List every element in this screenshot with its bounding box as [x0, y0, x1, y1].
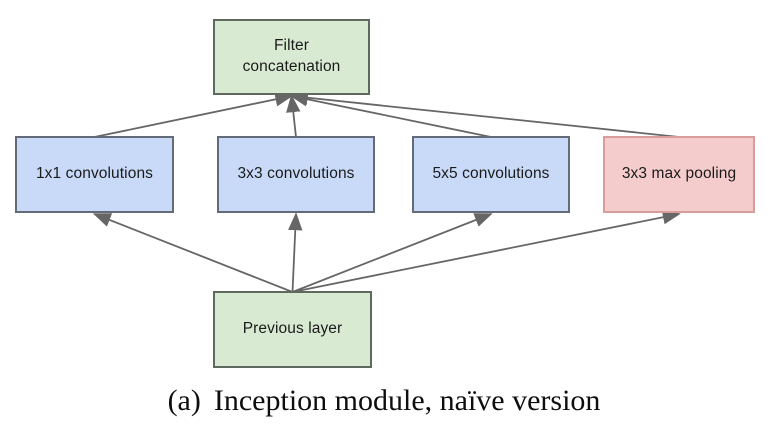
- node-filter-concatenation: Filter concatenation: [213, 19, 370, 95]
- node-previous-layer: Previous layer: [213, 291, 372, 368]
- edge-prev-to-pool: [292, 210, 681, 293]
- node-label: Previous layer: [242, 320, 343, 338]
- node-label: 1x1 convolutions: [35, 165, 154, 183]
- node-label: 3x3 max pooling: [621, 165, 737, 183]
- edge-prev-to-conv1: [92, 213, 293, 293]
- edge-conv3-to-filter_concat: [286, 94, 301, 138]
- node-3x3-max-pooling: 3x3 max pooling: [603, 136, 755, 213]
- edge-prev-to-conv3: [288, 212, 303, 293]
- node-5x5-convolutions: 5x5 convolutions: [412, 136, 570, 213]
- edge-prev-to-conv5: [292, 213, 493, 293]
- node-3x3-convolutions: 3x3 convolutions: [217, 136, 375, 213]
- figure-caption: (a) Inception module, naïve version: [0, 384, 768, 418]
- edge-conv1-to-filter_concat: [94, 92, 294, 138]
- node-label: 3x3 convolutions: [237, 165, 355, 183]
- caption-text: Inception module, naïve version: [213, 384, 601, 417]
- node-label: Filter concatenation: [242, 37, 341, 75]
- node-label: 5x5 convolutions: [432, 165, 550, 183]
- edge-conv5-to-filter_concat: [289, 92, 492, 138]
- edge-pool-to-filter_concat: [289, 90, 680, 138]
- node-1x1-convolutions: 1x1 convolutions: [15, 136, 174, 213]
- caption-index: (a): [167, 384, 201, 417]
